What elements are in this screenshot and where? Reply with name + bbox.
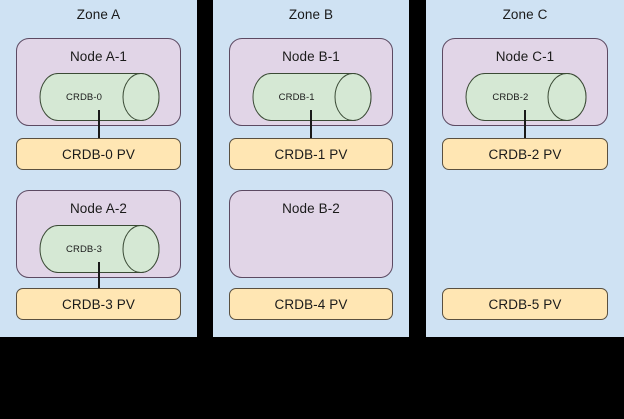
zone-title: Zone A bbox=[76, 7, 121, 22]
node-to-pv-connector bbox=[524, 110, 526, 138]
zone-title: Zone B bbox=[288, 7, 334, 22]
node-to-pv-connector bbox=[98, 110, 100, 138]
persistent-volume-box[interactable]: CRDB-1 PV bbox=[229, 138, 393, 170]
node-title: Node B-1 bbox=[282, 49, 340, 64]
persistent-volume-box[interactable]: CRDB-3 PV bbox=[16, 288, 181, 320]
cylinder-database-icon[interactable]: CRDB-0 bbox=[39, 73, 160, 121]
database-label: CRDB-0 bbox=[66, 91, 103, 103]
cylinder-database-icon[interactable]: CRDB-1 bbox=[252, 73, 372, 121]
node-box[interactable]: Node B-2 bbox=[229, 190, 393, 278]
node-title: Node C-1 bbox=[495, 49, 555, 64]
zone-title: Zone C bbox=[502, 7, 548, 22]
persistent-volume-box[interactable]: CRDB-0 PV bbox=[16, 138, 181, 170]
node-title: Node A-2 bbox=[69, 201, 128, 216]
database-label: CRDB-2 bbox=[492, 91, 529, 103]
cylinder-database-icon[interactable]: CRDB-2 bbox=[465, 73, 587, 121]
node-to-pv-connector bbox=[98, 262, 100, 288]
persistent-volume-box[interactable]: CRDB-5 PV bbox=[442, 288, 608, 320]
persistent-volume-box[interactable]: CRDB-2 PV bbox=[442, 138, 608, 170]
node-title: Node A-1 bbox=[69, 49, 128, 64]
persistent-volume-box[interactable]: CRDB-4 PV bbox=[229, 288, 393, 320]
node-to-pv-connector bbox=[310, 110, 312, 138]
database-label: CRDB-1 bbox=[278, 91, 315, 103]
cylinder-database-icon[interactable]: CRDB-3 bbox=[39, 225, 160, 273]
database-label: CRDB-3 bbox=[66, 243, 103, 255]
node-title: Node B-2 bbox=[282, 201, 340, 216]
